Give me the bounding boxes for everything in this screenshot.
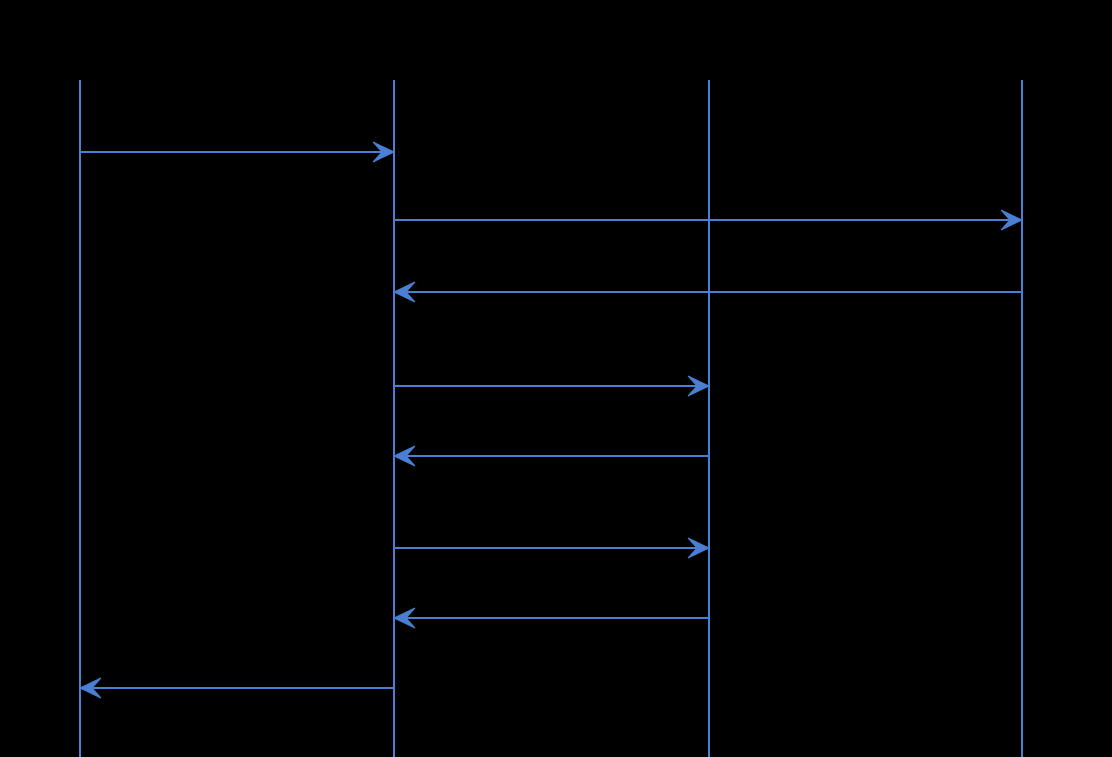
message-7 (392, 607, 709, 629)
message-arrowhead-2 (1000, 209, 1024, 231)
lifelines-group (79, 80, 1023, 757)
message-arrowhead-3 (392, 281, 416, 303)
message-5 (392, 445, 709, 467)
message-arrowhead-4 (687, 375, 711, 397)
message-3 (392, 281, 1022, 303)
messages-group (78, 141, 1024, 699)
message-arrowhead-8 (78, 677, 102, 699)
message-arrowhead-7 (392, 607, 416, 629)
message-2 (394, 209, 1024, 231)
message-1 (80, 141, 396, 163)
message-arrowhead-1 (372, 141, 396, 163)
message-8 (78, 677, 394, 699)
message-arrowhead-6 (687, 537, 711, 559)
message-arrowhead-5 (392, 445, 416, 467)
message-6 (394, 537, 711, 559)
message-4 (394, 375, 711, 397)
